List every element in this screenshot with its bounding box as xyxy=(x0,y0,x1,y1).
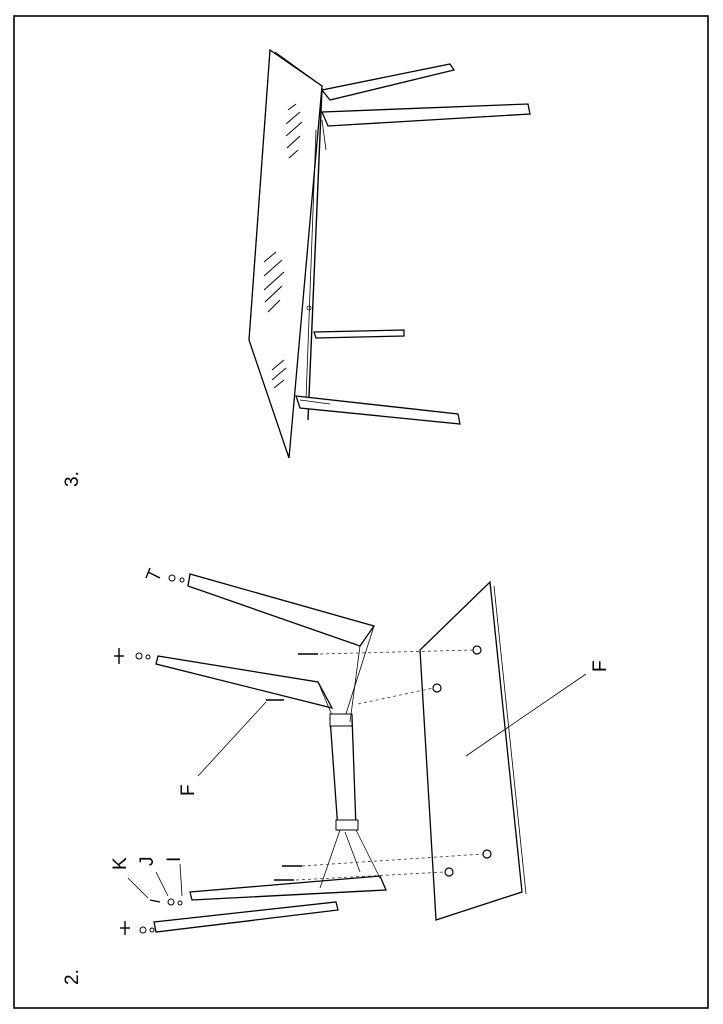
frame-center-beam xyxy=(329,715,357,831)
glass-mount-hole-1 xyxy=(472,645,482,655)
step-3-number: 3. xyxy=(62,471,83,487)
exploded-glass-top xyxy=(419,580,527,921)
leg-back-right xyxy=(320,63,456,101)
page-border xyxy=(13,15,709,1009)
alignment-guides xyxy=(295,649,484,881)
label-f-top: F xyxy=(590,660,611,672)
label-j: J xyxy=(137,857,158,867)
glass-mount-hole-3 xyxy=(482,849,492,859)
beam-plate-top xyxy=(329,713,353,727)
leg-lower-inner xyxy=(153,901,339,933)
glass-mount-hole-4 xyxy=(444,867,454,877)
leg-upper-outer xyxy=(187,573,376,647)
frame-crossbar xyxy=(313,329,405,339)
glass-reflection-marks xyxy=(263,103,303,389)
exploded-frame xyxy=(114,567,387,935)
leg-lower-outer xyxy=(189,875,387,901)
label-k: K xyxy=(110,857,131,870)
leg-front-right xyxy=(321,103,531,127)
label-i: I xyxy=(164,857,185,862)
step-2-number: 2. xyxy=(62,969,83,985)
leg-upper-inner xyxy=(155,655,334,709)
assembled-table xyxy=(248,48,531,459)
bolt-set-lower xyxy=(120,898,183,935)
frame-bolt-hole xyxy=(306,305,312,311)
leg-front-left xyxy=(295,395,461,425)
bolt-set-upper xyxy=(114,567,185,664)
glass-top-panel xyxy=(419,580,523,921)
top-mount-bolts xyxy=(266,653,318,881)
glass-mount-hole-2 xyxy=(432,683,442,693)
label-f-bolt: F xyxy=(178,784,199,796)
beam-plate-bottom xyxy=(335,819,359,831)
leader-lines xyxy=(127,673,587,899)
